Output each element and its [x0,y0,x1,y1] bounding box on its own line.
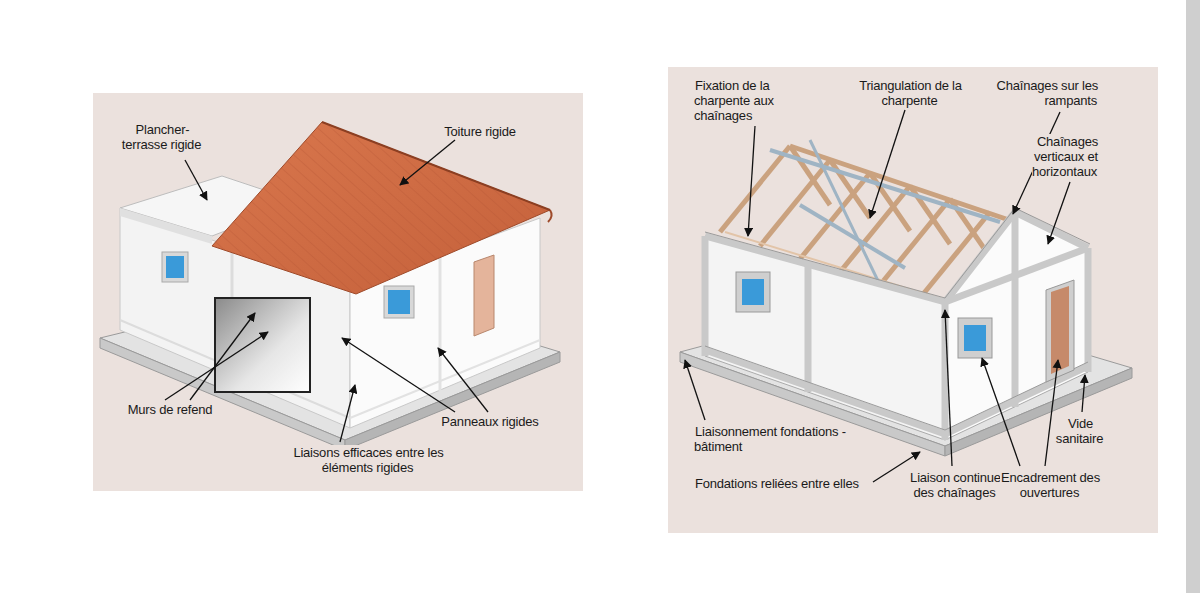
part-label: Fondations reliées entre elles [694,476,874,491]
part-label: Liaisons efficaces entre les éléments ri… [268,445,468,475]
part-label: Plancher-terrasse rigide [112,122,212,152]
panel [93,93,583,491]
part-label: Encadrement des ouvertures [1000,470,1100,500]
leader-lines [165,140,488,442]
part-label: Vide sanitaire [1048,416,1112,446]
house-chained [680,140,1132,456]
part-label: Chaînages sur les rampants [990,78,1098,108]
part-label: Liaison continue des chaînages [905,470,1005,500]
part-label: Panneaux rigides [430,414,550,429]
part-label: Liaisonnement fondations - bâtiment [694,424,864,454]
part-label: Triangulation de la charpente [850,78,970,108]
part-label: Murs de refend [110,402,230,417]
part-label: Fixation de la charpente aux chaînages [694,78,814,123]
part-label: Chaînages verticaux et horizontaux [990,134,1098,179]
part-label: Toiture rigide [430,124,530,139]
panel [668,67,1158,533]
house-rigid [100,122,560,450]
leader-lines [685,110,1085,482]
side-bar [1186,0,1200,593]
